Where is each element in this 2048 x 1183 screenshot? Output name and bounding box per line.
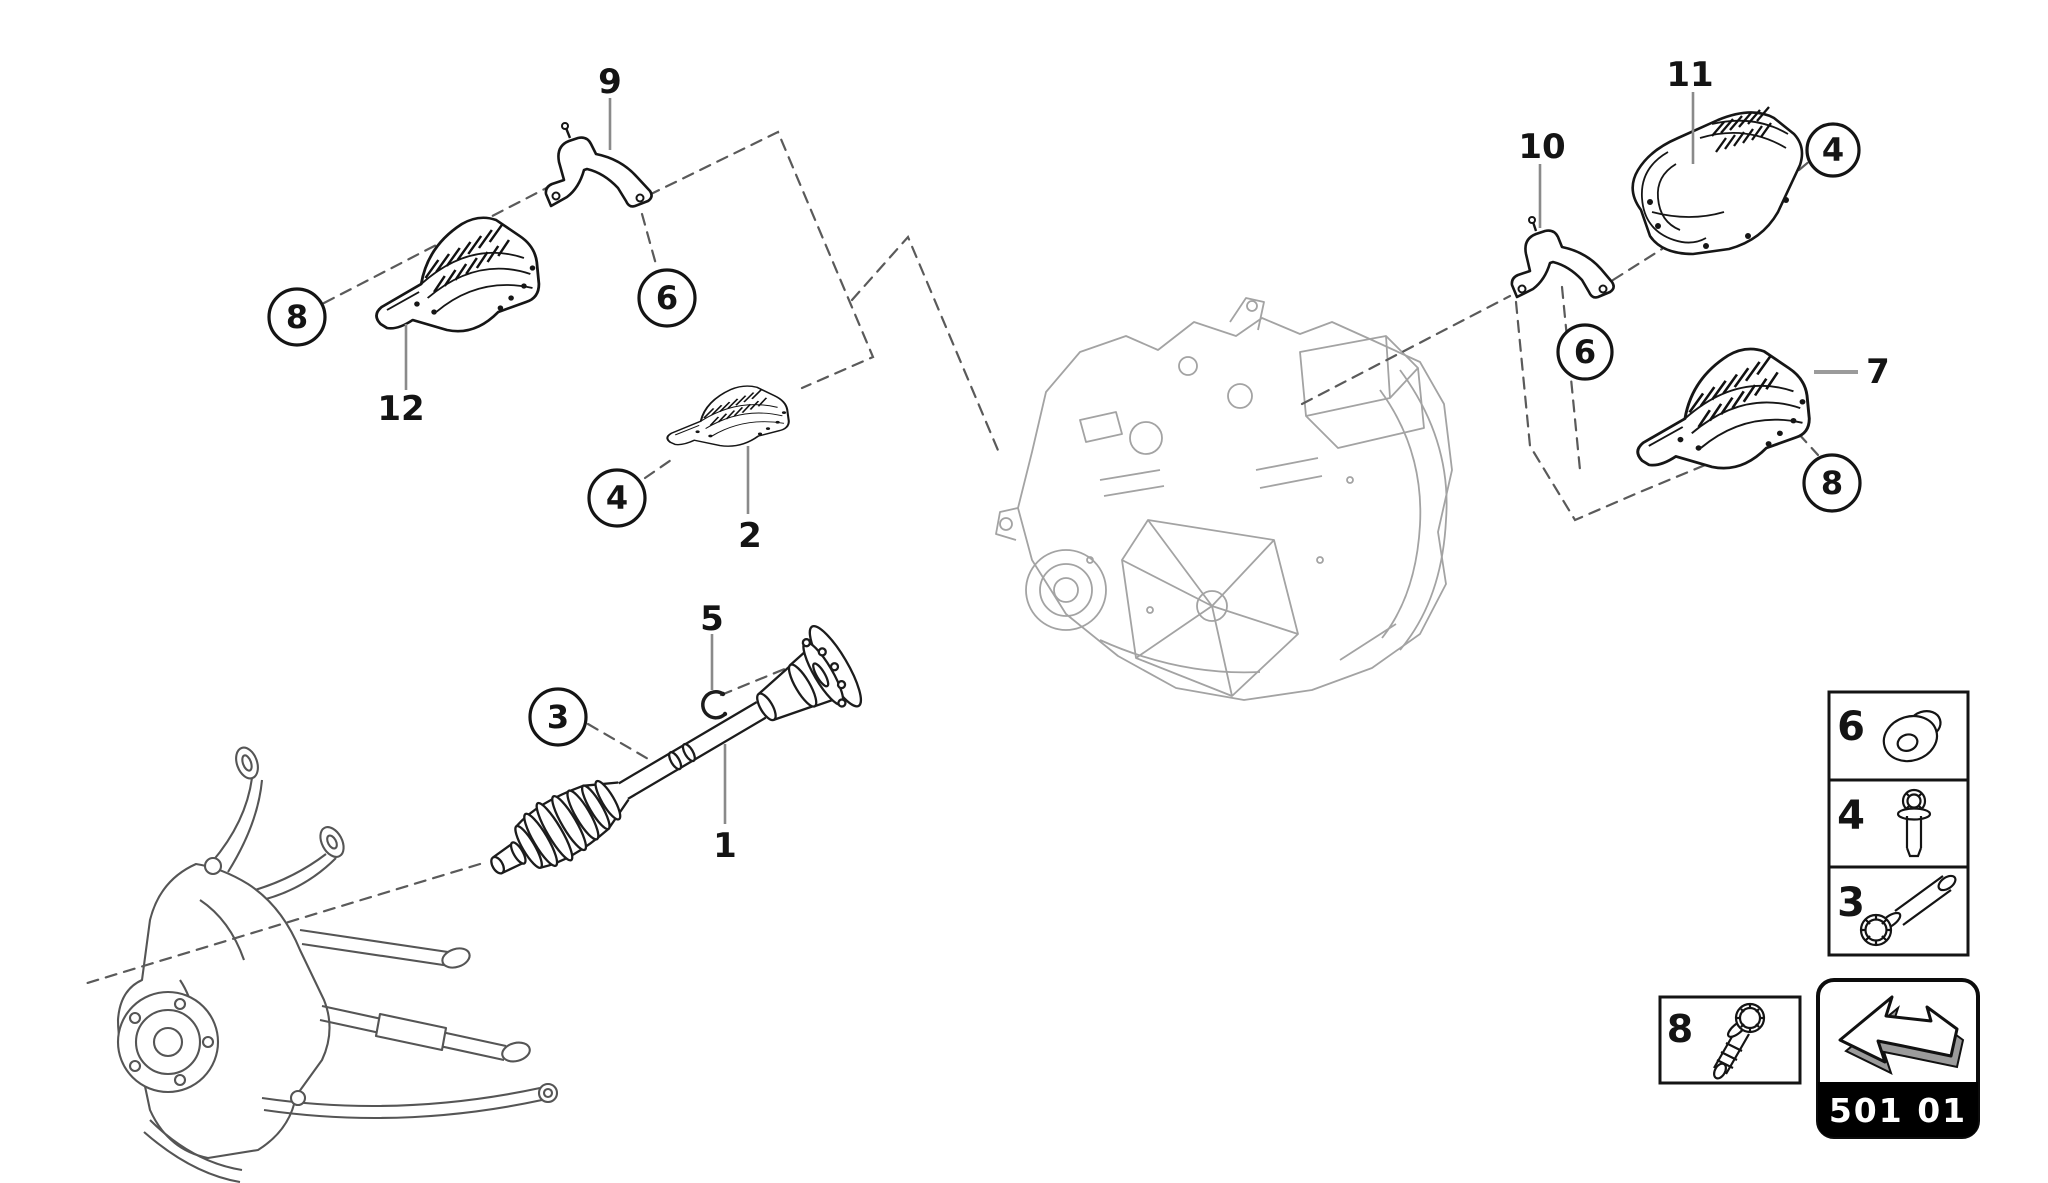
drive-shaft-drawing xyxy=(490,624,863,875)
bracket-10-drawing xyxy=(1510,216,1615,299)
bracket-9-drawing xyxy=(544,122,653,208)
badge-black-bar xyxy=(1818,1082,1978,1137)
circle-callout-4-right[interactable] xyxy=(1805,122,1861,178)
section-badge[interactable]: 501 01 xyxy=(1816,978,1980,1139)
rear-suspension-drawing xyxy=(116,746,559,1183)
fastener-legend: 6 4 3 xyxy=(1827,690,1970,957)
legend-row-6[interactable]: 6 xyxy=(1837,704,1949,768)
circle-callout-4-left-label[interactable]: 4 xyxy=(606,479,628,517)
heat-shield-2-drawing xyxy=(666,385,790,448)
circle-callout-6-right-label[interactable]: 6 xyxy=(1574,333,1596,371)
socket-head-bolt-icon xyxy=(1713,1002,1766,1080)
circle-callout-4-right-label[interactable]: 4 xyxy=(1822,131,1844,169)
legend-row-3[interactable]: 3 xyxy=(1837,873,1958,947)
circle-callout-8-right[interactable] xyxy=(1802,453,1862,513)
legend-row-4[interactable]: 4 xyxy=(1837,788,1932,858)
badge-code: 501 01 xyxy=(1829,1091,1967,1130)
fastener-box-8[interactable]: 8 xyxy=(1658,995,1802,1085)
circled-callouts xyxy=(267,122,1862,747)
legend-row-3-label: 3 xyxy=(1837,880,1865,926)
flange-bolt-icon xyxy=(1896,788,1932,858)
callout-1[interactable]: 1 xyxy=(713,826,737,866)
circle-callout-8-right-label[interactable]: 8 xyxy=(1821,464,1843,502)
callout-2[interactable]: 2 xyxy=(738,516,762,556)
callout-5[interactable]: 5 xyxy=(700,599,724,639)
callout-9[interactable]: 9 xyxy=(598,62,622,102)
heat-shield-7-drawing xyxy=(1636,347,1811,470)
heat-shield-12-drawing xyxy=(375,216,541,333)
snap-ring-drawing xyxy=(701,690,728,720)
callout-12[interactable]: 12 xyxy=(377,389,424,429)
legend-row-6-label: 6 xyxy=(1837,704,1865,750)
circle-callout-8-left[interactable] xyxy=(267,287,327,347)
gearbox-drawing xyxy=(995,297,1453,701)
circle-callout-6-left[interactable] xyxy=(637,268,697,328)
callout-7[interactable]: 7 xyxy=(1866,352,1890,392)
leader-lines xyxy=(404,92,1858,824)
socket-bolt-icon xyxy=(1859,874,1957,947)
direction-arrow-icon xyxy=(1838,995,1965,1075)
circle-callout-6-right[interactable] xyxy=(1556,323,1614,381)
circle-callout-3-label[interactable]: 3 xyxy=(547,698,569,736)
callout-11[interactable]: 11 xyxy=(1666,55,1713,95)
heat-shield-11-drawing xyxy=(1631,106,1804,256)
circle-callout-4-left[interactable] xyxy=(587,468,647,528)
callout-10[interactable]: 10 xyxy=(1518,127,1565,167)
circle-callout-8-left-label[interactable]: 8 xyxy=(286,298,308,336)
circle-callout-3[interactable] xyxy=(528,687,588,747)
legend-row-4-label: 4 xyxy=(1837,793,1865,839)
fastener-box-8-label: 8 xyxy=(1667,1007,1693,1051)
circle-callout-6-left-label[interactable]: 6 xyxy=(656,279,678,317)
flange-nut-icon xyxy=(1882,710,1942,763)
